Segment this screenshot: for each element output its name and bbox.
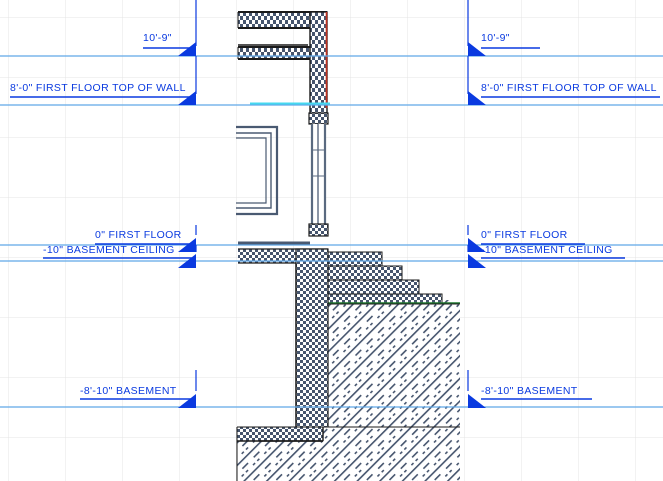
level-label-first-floor-right[interactable]: 0" FIRST FLOOR [481, 229, 568, 241]
level-label-first-floor-top-of-wall-right[interactable]: 8'-0" FIRST FLOOR TOP OF WALL [481, 82, 657, 94]
level-marker-first-floor-top-of-wall[interactable] [0, 56, 663, 106]
level-label-roof-top-left[interactable]: 10'-9" [143, 32, 172, 44]
level-label-first-floor-top-of-wall-left[interactable]: 8'-0" FIRST FLOOR TOP OF WALL [10, 82, 186, 94]
window-frame [236, 125, 279, 216]
level-label-first-floor-left[interactable]: 0" FIRST FLOOR [95, 229, 182, 241]
level-label-basement-ceiling-left[interactable]: -10" BASEMENT CEILING [43, 244, 175, 256]
level-marker-roof-top[interactable] [0, 0, 663, 57]
level-marker-first-floor[interactable] [0, 225, 663, 252]
foundation-wall [295, 248, 329, 450]
level-marker-basement[interactable] [0, 370, 663, 408]
level-label-basement-right[interactable]: -8'-10" BASEMENT [481, 385, 578, 397]
level-marker-basement-ceiling[interactable] [0, 245, 663, 268]
level-label-basement-ceiling-right[interactable]: -10" BASEMENT CEILING [481, 244, 613, 256]
level-label-basement-left[interactable]: -8'-10" BASEMENT [80, 385, 177, 397]
level-label-roof-top-right[interactable]: 10'-9" [481, 32, 510, 44]
exterior-wall [308, 11, 329, 237]
footing [236, 426, 460, 481]
